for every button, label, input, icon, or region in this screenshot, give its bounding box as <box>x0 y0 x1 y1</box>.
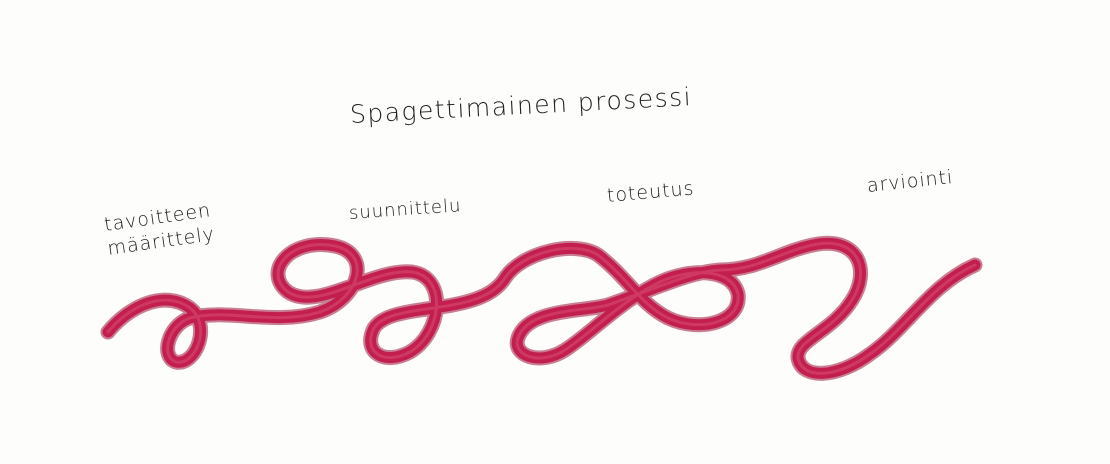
drawing-sheet: Spagettimainen prosessi tavoitteen määri… <box>0 0 1110 464</box>
